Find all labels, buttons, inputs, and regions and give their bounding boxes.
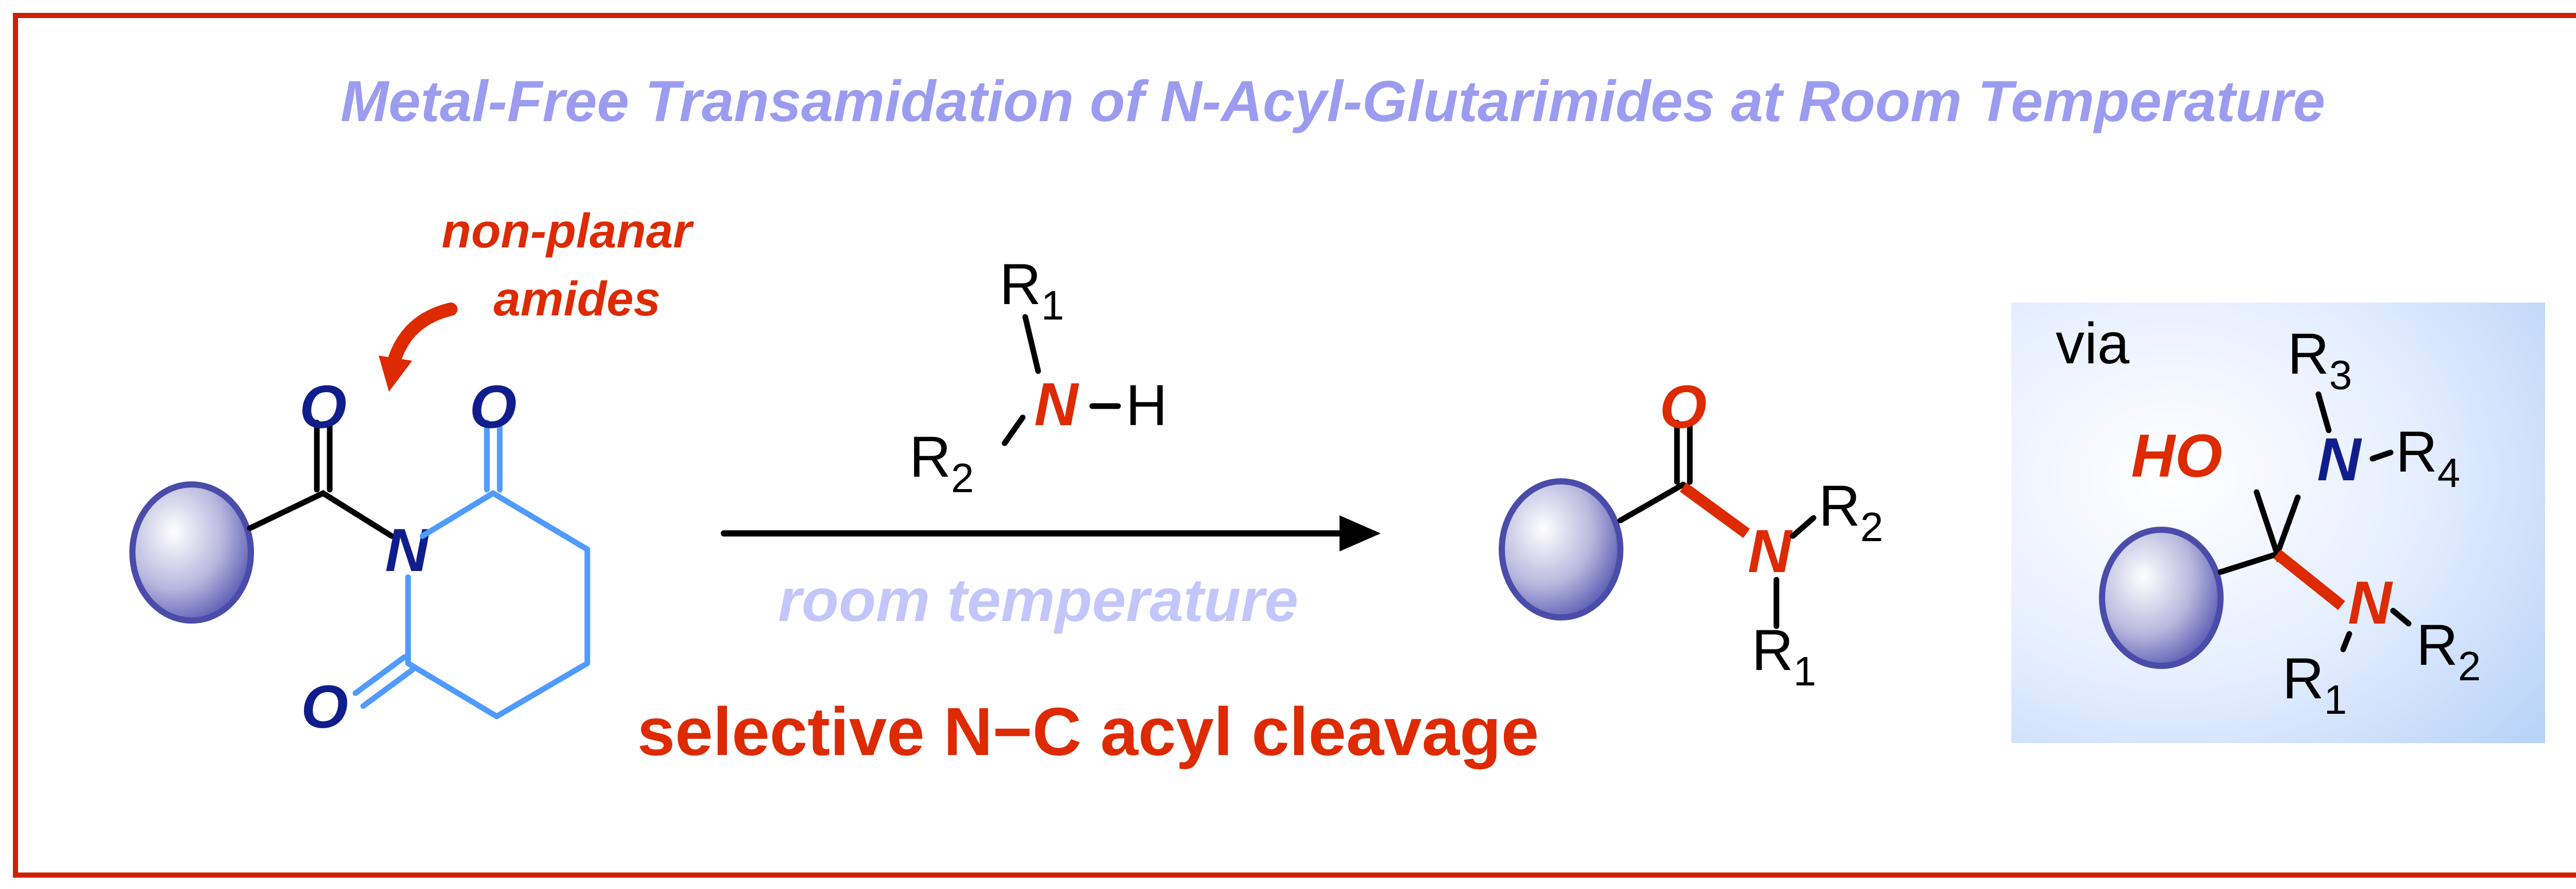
intermediate-r3: R3 [2287, 322, 2352, 398]
reactant-structure: O N O O [129, 373, 590, 741]
reactant-nitrogen: N [385, 516, 430, 584]
via-label: via [2056, 311, 2130, 376]
amine-r2: R2 [909, 425, 974, 501]
reactant-acyl-oxygen: O [299, 373, 347, 441]
product-structure: O N R2 R1 [1499, 373, 1883, 694]
title: Metal-Free Transamidation of N-Acyl-Glut… [341, 69, 2325, 133]
amine-reagent: R1 N H R2 [909, 252, 1167, 501]
curved-arrow-icon [379, 303, 457, 392]
intermediate-r4: R4 [2396, 420, 2460, 496]
caption-selective-cleavage: selective N−C acyl cleavage [637, 694, 1539, 769]
substituent-sphere [1499, 478, 1623, 620]
amine-r1: R1 [999, 252, 1064, 328]
frame-border [13, 13, 2576, 878]
intermediate-nitrogen-red: N [2348, 569, 2393, 637]
amine-hydrogen: H [1126, 373, 1167, 438]
product-nitrogen: N [1748, 517, 1793, 585]
product-r1: R1 [1752, 618, 1816, 694]
intermediate-box: via R3 N R4 HO N R2 R1 [2011, 303, 2545, 743]
substituent-sphere [129, 481, 254, 624]
intermediate-hydroxyl: HO [2131, 422, 2223, 490]
intermediate-nitrogen-blue: N [2317, 426, 2362, 494]
product-r2: R2 [1819, 474, 1883, 550]
annotation-line2: amides [494, 272, 660, 326]
reaction-arrow [721, 515, 1381, 551]
product-oxygen: O [1659, 373, 1707, 441]
reactant-ring-oxygen-top: O [469, 373, 517, 441]
intermediate-r2: R2 [2416, 613, 2481, 689]
intermediate-r1: R1 [2282, 646, 2347, 723]
amine-nitrogen: N [1034, 371, 1079, 439]
condition-room-temperature: room temperature [778, 566, 1298, 634]
substituent-sphere [2099, 527, 2224, 669]
annotation-line1: non-planar [442, 204, 694, 258]
reactant-ring-oxygen-bottom: O [301, 673, 348, 741]
